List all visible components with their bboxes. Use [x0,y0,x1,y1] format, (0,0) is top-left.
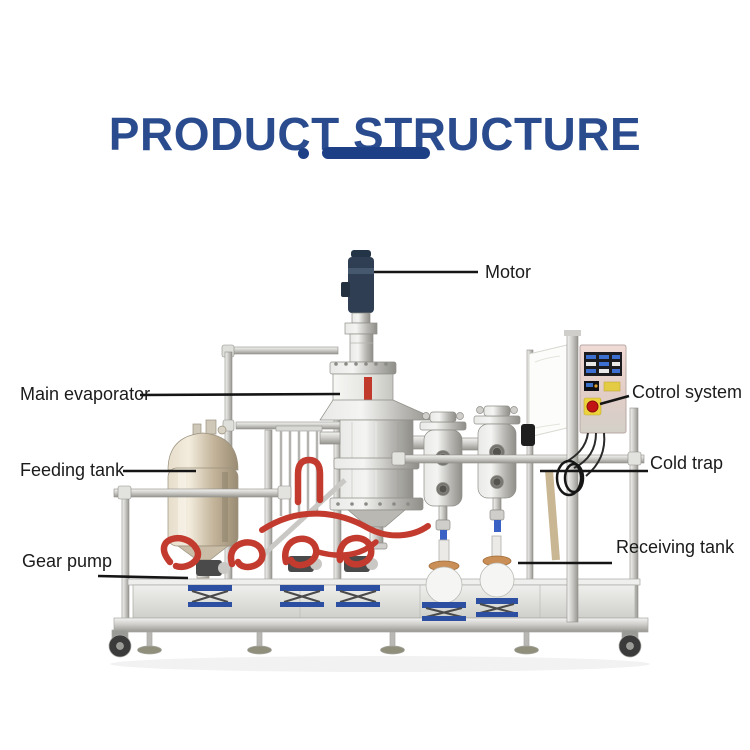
label-feeding-tank: Feeding tank [20,460,125,480]
emergency-stop-button [583,397,602,416]
leader-gear-pump [97,574,189,580]
leader-lines [97,270,648,580]
drain-pipe [545,469,560,561]
whiteboard-panel [528,344,568,438]
label-receiving-tank: Receiving tank [616,537,735,557]
control-system-figure [521,330,627,623]
feeding-tank-figure [167,419,239,579]
junction-box [521,424,535,446]
frame-tube-front-left [113,485,292,500]
leader-control-system [599,394,630,406]
lab-jack [422,598,518,621]
cable-coil [555,459,585,497]
leveling-feet [137,631,539,655]
receiving-tank-figure [422,535,518,621]
main-evaporator-figure [319,250,446,550]
label-control-system: Cotrol system [632,382,743,402]
ground-shadow [110,656,650,672]
caster-wheel-left [108,629,132,658]
frame-tube-front-right [391,451,645,466]
title-divider-bar [322,147,430,159]
cold-trap-figure [419,405,521,542]
label-motor: Motor [485,262,532,282]
title-divider-dot [298,148,309,159]
red-hoses [160,456,431,571]
label-main-evaporator: Main evaporator [20,384,151,404]
label-gear-pump: Gear pump [22,551,113,571]
leader-main-evaporator [139,392,341,397]
pump-jacks [188,585,380,607]
label-cold-trap: Cold trap [650,453,724,473]
control-post [566,333,579,623]
motor-figure [341,250,374,313]
caster-wheel-right [618,629,642,658]
diagonal-pipe [260,478,347,558]
